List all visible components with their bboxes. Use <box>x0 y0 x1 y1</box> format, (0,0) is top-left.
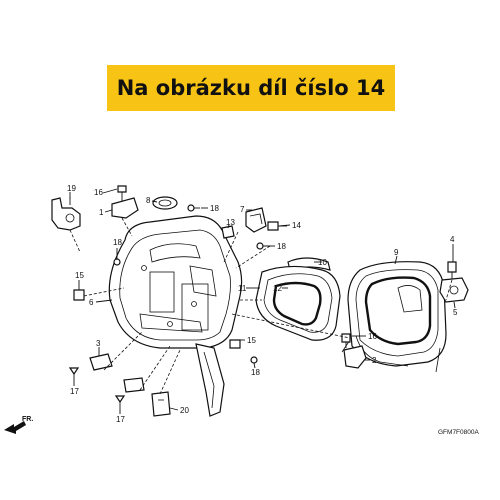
part-7-bracket <box>245 207 267 233</box>
callout-2: 2 <box>372 356 377 365</box>
part-15-clip-left <box>73 289 85 301</box>
callout-12: 12 <box>273 284 282 293</box>
part-number-banner: Na obrázku díl číslo 14 <box>107 65 395 111</box>
front-direction-marker: FR. <box>4 416 33 434</box>
callout-17: 17 <box>70 387 79 396</box>
callout-10: 10 <box>318 258 327 267</box>
callout-14: 14 <box>292 221 301 230</box>
part-17-screw-a <box>68 367 80 382</box>
callout-1: 1 <box>99 208 104 217</box>
part-1-bracket <box>111 197 139 219</box>
part-9-lid <box>341 261 447 373</box>
banner-text: Na obrázku díl číslo 14 <box>116 76 386 100</box>
part-3-cap-lower <box>123 377 145 393</box>
lower-frame-extension <box>195 343 225 417</box>
part-4-latch-pin <box>447 261 457 280</box>
callout-18: 18 <box>277 242 286 251</box>
part-18-screw-d <box>250 356 258 364</box>
part-18-screw-c <box>113 256 121 266</box>
part-8-grommet <box>152 196 178 210</box>
part-20-plate <box>151 391 171 417</box>
callout-13: 13 <box>226 218 235 227</box>
part-6-inner-box <box>108 215 243 349</box>
callout-15: 15 <box>247 336 256 345</box>
front-arrow-icon <box>4 421 26 434</box>
callout-labels: 19 16 8 18 1 7 13 14 18 18 15 6 10 9 4 1… <box>67 184 458 424</box>
callout-18: 18 <box>113 238 122 247</box>
part-17-screw-b <box>114 395 126 410</box>
callout-18: 18 <box>251 368 260 377</box>
callout-5: 5 <box>453 308 458 317</box>
callout-9: 9 <box>394 248 399 257</box>
part-19-bracket <box>51 197 81 231</box>
leader-lines <box>69 188 456 414</box>
callout-20: 20 <box>180 406 189 415</box>
part-18-screw-a <box>187 204 200 212</box>
diagram-code: GFM7F0800A <box>438 429 479 436</box>
callout-15: 15 <box>75 271 84 280</box>
part-5-lock-latch <box>439 277 469 303</box>
callout-16: 16 <box>368 332 377 341</box>
part-15-clip-right <box>229 339 241 349</box>
part-16-bolt-top <box>117 185 127 202</box>
part-2-stay <box>343 345 367 369</box>
part-3-cap <box>89 353 113 371</box>
callout-19: 19 <box>67 184 76 193</box>
callout-8: 8 <box>146 196 151 205</box>
callout-11: 11 <box>238 284 247 293</box>
part-12-seal <box>272 281 322 326</box>
callout-17: 17 <box>116 415 125 424</box>
part-11-frame <box>255 265 341 341</box>
front-marker-label: FR. <box>22 416 33 423</box>
callout-16: 16 <box>94 188 103 197</box>
callout-6: 6 <box>89 298 94 307</box>
callout-3: 3 <box>96 339 101 348</box>
part-16-bolt-right <box>341 333 351 348</box>
callout-4: 4 <box>450 235 455 244</box>
callout-18: 18 <box>210 204 219 213</box>
callout-7: 7 <box>240 205 245 214</box>
part-14-bolt <box>267 221 287 231</box>
